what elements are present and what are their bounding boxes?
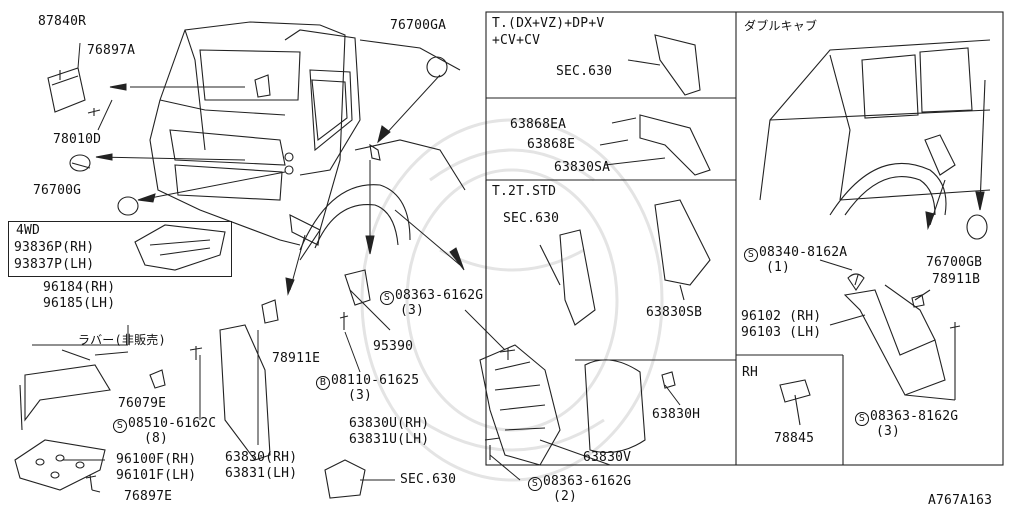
label-78911E: 78911E <box>272 351 321 366</box>
label-08510-qty: (8) <box>144 431 169 446</box>
label-78911B: 78911B <box>932 272 981 287</box>
label-96103: 96103 (LH) <box>741 325 822 340</box>
label-96102: 96102 (RH) <box>741 309 822 324</box>
label-08363-doublecab-qty: (3) <box>876 424 901 439</box>
label-08363-top-qty: (3) <box>400 303 425 318</box>
splash-guard-63830U <box>479 344 561 466</box>
step-96102 <box>843 284 946 396</box>
label-4wd: 4WD <box>16 223 41 238</box>
label-96101F: 96101F(LH) <box>116 468 197 483</box>
label-sec630-bottom: SEC.630 <box>400 472 457 487</box>
mudguard-96184 <box>19 351 129 431</box>
label-76700G: 76700G <box>33 183 82 198</box>
label-93837P: 93837P(LH) <box>14 257 95 272</box>
label-96100F: 96100F(RH) <box>116 452 197 467</box>
label-78845: 78845 <box>774 431 815 446</box>
label-96185: 96185(LH) <box>43 296 116 311</box>
truck-cab-illustration <box>149 21 466 261</box>
label-93836P: 93836P(RH) <box>14 240 95 255</box>
label-63830U: 63830U(RH) <box>349 416 430 431</box>
mudflap-63830V <box>584 359 646 453</box>
label-rubber: ラバー(非販売) <box>78 333 166 347</box>
label-08510-number: 08510-6162C <box>128 416 217 431</box>
handle-78845 <box>779 379 811 403</box>
box1-title: T.(DX+VZ)+DP+V <box>492 16 605 31</box>
box-rh-title: RH <box>742 365 759 380</box>
label-76079E: 76079E <box>118 396 167 411</box>
box3-sec630: SEC.630 <box>503 211 560 226</box>
label-76897E: 76897E <box>124 489 173 504</box>
plug-78010D <box>69 154 91 172</box>
label-08110-number: 08110-61625 <box>331 373 420 388</box>
label-63830: 63830(RH) <box>225 450 298 465</box>
label-76700GA: 76700GA <box>390 18 447 33</box>
bracket-87840R <box>47 67 86 113</box>
box-4wd <box>8 221 232 277</box>
label-63830V: 63830V <box>583 450 632 465</box>
label-08363-bottom-number: 08363-6162G <box>543 474 632 489</box>
label-63868E: 63868E <box>527 137 576 152</box>
label-08363-top-number[interactable]: 08363-6162G <box>395 288 484 303</box>
bracket-sec630 <box>324 459 366 499</box>
label-08340-qty: (1) <box>766 260 791 275</box>
mudflap-63830 <box>219 324 271 461</box>
box1-title-2: +CV+CV <box>492 33 541 48</box>
bracket-95390 <box>339 269 371 330</box>
label-63830H: 63830H <box>652 407 701 422</box>
label-08340-number: 08340-8162A <box>759 245 848 260</box>
label-87840R: 87840R <box>38 14 87 29</box>
label-63868EA: 63868EA <box>510 117 567 132</box>
label-76700GB: 76700GB <box>926 255 983 270</box>
box1-sec630: SEC.630 <box>556 64 613 79</box>
label-63830SA: 63830SA <box>554 160 611 175</box>
label-63830SB: 63830SB <box>646 305 703 320</box>
label-08110-qty: (3) <box>348 388 373 403</box>
label-95390: 95390 <box>373 339 414 354</box>
label-08363-doublecab-number: 08363-8162G <box>870 409 959 424</box>
label-63831U: 63831U(LH) <box>349 432 430 447</box>
label-63831: 63831(LH) <box>225 466 298 481</box>
leader-lines <box>32 42 681 493</box>
label-96184: 96184(RH) <box>43 280 116 295</box>
label-78010D: 78010D <box>53 132 102 147</box>
box3-title: T.2T.STD <box>492 184 557 199</box>
label-76897A: 76897A <box>87 43 136 58</box>
double-cab-title: ダブルキャブ <box>744 19 818 33</box>
step-93836P <box>134 224 226 271</box>
diagram-id: A767A163 <box>928 493 993 508</box>
step-96100F <box>14 439 106 491</box>
double-cab-illustration <box>759 39 991 216</box>
label-08363-bottom-qty: (2) <box>553 489 578 504</box>
